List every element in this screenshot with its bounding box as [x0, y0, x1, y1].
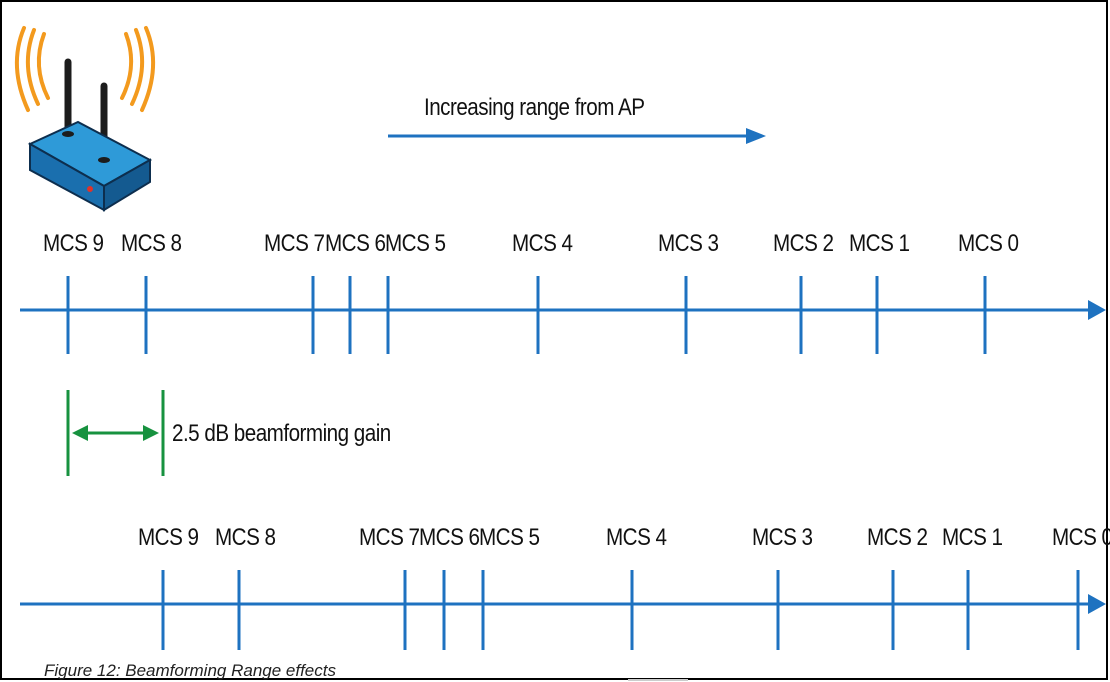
mcs-label-without-beamforming-2: MCS 7 — [264, 230, 325, 257]
axis-bottom-ticks — [161, 570, 1080, 650]
wifi-router-icon — [14, 26, 156, 212]
mcs-label-without-beamforming-1: MCS 8 — [121, 230, 182, 257]
mcs-label-without-beamforming-4: MCS 5 — [385, 230, 446, 257]
gain-label: 2.5 dB beamforming gain — [172, 420, 391, 447]
range-label: Increasing range from AP — [424, 94, 645, 121]
mcs-label-with-beamforming-7: MCS 2 — [867, 524, 928, 551]
axis-top-ticks — [66, 276, 987, 354]
axis-top — [20, 300, 1106, 320]
mcs-label-without-beamforming-6: MCS 3 — [658, 230, 719, 257]
mcs-label-without-beamforming-3: MCS 6 — [325, 230, 386, 257]
mcs-label-without-beamforming-9: MCS 0 — [958, 230, 1019, 257]
range-arrow — [388, 128, 766, 144]
axis-bottom — [20, 594, 1106, 614]
mcs-label-with-beamforming-8: MCS 1 — [942, 524, 1003, 551]
mcs-label-with-beamforming-5: MCS 4 — [606, 524, 667, 551]
mcs-label-with-beamforming-1: MCS 8 — [215, 524, 276, 551]
gain-indicator — [66, 390, 165, 476]
mcs-label-without-beamforming-5: MCS 4 — [512, 230, 573, 257]
mcs-label-with-beamforming-2: MCS 7 — [359, 524, 420, 551]
mcs-label-without-beamforming-0: MCS 9 — [43, 230, 104, 257]
mcs-label-without-beamforming-7: MCS 2 — [773, 230, 834, 257]
mcs-label-with-beamforming-3: MCS 6 — [419, 524, 480, 551]
mcs-label-with-beamforming-9: MCS 0 — [1052, 524, 1110, 551]
mcs-label-with-beamforming-4: MCS 5 — [479, 524, 540, 551]
figure-caption: Figure 12: Beamforming Range effects — [44, 661, 336, 680]
mcs-label-without-beamforming-8: MCS 1 — [849, 230, 910, 257]
mcs-label-with-beamforming-0: MCS 9 — [138, 524, 199, 551]
mcs-label-with-beamforming-6: MCS 3 — [752, 524, 813, 551]
